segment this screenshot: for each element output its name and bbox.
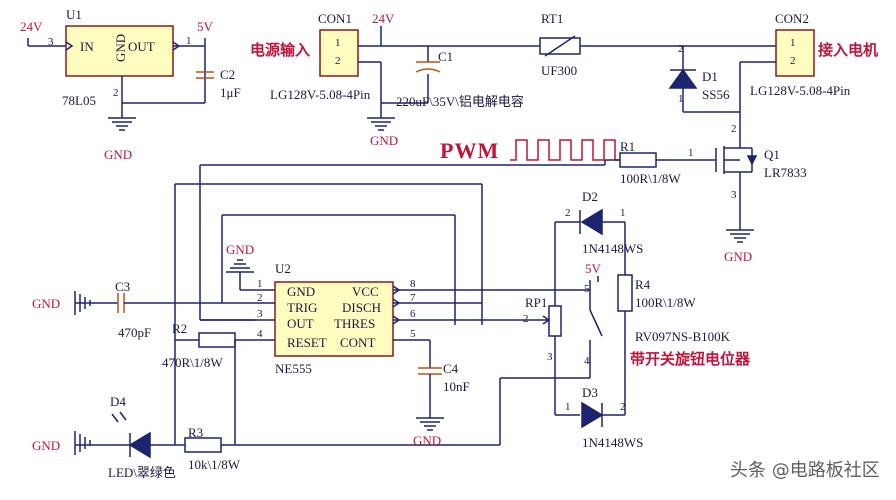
- u2-pin-cont: CONT: [340, 335, 376, 350]
- con2-part: LG128V-5.08-4Pin: [750, 83, 851, 98]
- u2-pin-disch: DISCH: [342, 300, 382, 315]
- u2-pin-trig: TRIG: [287, 300, 318, 315]
- r1-pin: 1: [688, 147, 694, 159]
- c3-ref: C3: [115, 279, 131, 294]
- c2-value: 1μF: [220, 85, 241, 100]
- pwm-label: PWM: [440, 138, 500, 163]
- u1-pin-gnd: 2: [113, 87, 119, 99]
- u2-pin-reset: RESET: [287, 335, 327, 350]
- u1-gnd-label: GND: [113, 33, 128, 62]
- c2-ref: C2: [220, 67, 236, 82]
- u2-ref: U2: [275, 261, 291, 276]
- u1-ref: U1: [66, 7, 82, 22]
- con2-p2: 2: [790, 55, 796, 67]
- d1-part: SS56: [702, 87, 730, 102]
- net-gnd-4: GND: [226, 242, 255, 257]
- c4-value: 10nF: [443, 379, 470, 394]
- u1-part: 78L05: [62, 93, 96, 108]
- q1-p2: 2: [731, 123, 737, 135]
- c4-ref: C4: [443, 361, 459, 376]
- c3-value: 470pF: [118, 325, 152, 340]
- con1-label: 电源输入: [250, 41, 311, 59]
- net-24v-a: 24V: [20, 19, 43, 34]
- q1-p3: 3: [731, 189, 737, 201]
- d1-p2: 2: [678, 43, 684, 55]
- net-gnd-2: GND: [370, 133, 399, 148]
- d4-ref: D4: [110, 394, 126, 409]
- q1-ref: Q1: [764, 147, 780, 162]
- rp1-part: RV097NS-B100K: [635, 329, 731, 344]
- rp1-p5: 5: [584, 283, 590, 295]
- net-gnd-5: GND: [32, 296, 61, 311]
- u2-lpin-3: 3: [257, 308, 263, 320]
- u2-lpin-2: 2: [257, 292, 263, 304]
- watermark: 头条 @电路板社区: [730, 460, 880, 481]
- rt1-part: UF300: [541, 63, 578, 78]
- u2-rpin-6: 6: [410, 308, 416, 320]
- rp1-p2: 2: [523, 313, 529, 325]
- con1-p1: 1: [335, 37, 341, 49]
- d2-ref: D2: [582, 189, 598, 204]
- rp1-label: 带开关旋钮电位器: [630, 350, 751, 368]
- con1-part: LG128V-5.08-4Pin: [270, 87, 371, 102]
- net-24v-b: 24V: [372, 11, 395, 26]
- r1-ref: R1: [620, 139, 636, 154]
- u1-out-label: OUT: [128, 39, 155, 54]
- rp1-p3: 3: [547, 351, 553, 363]
- u2-part: NE555: [275, 361, 312, 376]
- u1-in-label: IN: [80, 39, 94, 54]
- d3-p2: 2: [620, 401, 626, 413]
- con2-p1: 1: [790, 37, 796, 49]
- r4-value: 100R\1/8W: [635, 295, 696, 310]
- u1-body: [65, 25, 174, 77]
- r1-value: 100R\1/8W: [620, 171, 681, 186]
- d1-p1: 1: [678, 93, 684, 105]
- d4-value: LED\翠绿色: [108, 465, 176, 480]
- d3-part: 1N4148WS: [582, 435, 644, 450]
- r2-value: 470R\1/8W: [162, 355, 223, 370]
- con1-ref: CON1: [318, 11, 352, 26]
- d2-p1: 1: [620, 207, 626, 219]
- rp1-ref: RP1: [525, 295, 548, 310]
- u2-rpin-8: 8: [410, 278, 416, 290]
- net-5v-a: 5V: [197, 19, 213, 34]
- r3-ref: R3: [188, 425, 204, 440]
- u2-lpin-1: 1: [257, 278, 263, 290]
- d2-p2: 2: [565, 207, 571, 219]
- rp1-p4: 4: [584, 355, 590, 367]
- d2-part: 1N4148WS: [582, 241, 644, 256]
- net-gnd-3: GND: [724, 249, 753, 264]
- net-gnd-6: GND: [413, 433, 442, 448]
- u2-pin-out: OUT: [287, 316, 314, 331]
- u2-pin-gnd: GND: [287, 284, 316, 299]
- r4-ref: R4: [635, 277, 651, 292]
- net-gnd-1: GND: [104, 147, 133, 162]
- d1-ref: D1: [702, 69, 718, 84]
- con1-p2: 2: [335, 55, 341, 67]
- u2-rpin-7: 7: [410, 292, 416, 304]
- c1-value: 220uF\35V\铝电解电容: [396, 94, 524, 109]
- u2-pin-vcc: VCC: [352, 284, 379, 299]
- u1-pin-in: 3: [48, 36, 54, 48]
- d3-p1: 1: [565, 401, 571, 413]
- d3-ref: D3: [582, 385, 598, 400]
- u1-pin-out: 1: [186, 35, 192, 47]
- rt1-ref: RT1: [541, 11, 564, 26]
- u2-rpin-5: 5: [410, 328, 416, 340]
- con2-label: 接入电机: [818, 41, 879, 59]
- u2-lpin-4: 4: [257, 328, 263, 340]
- net-5v-b: 5V: [585, 261, 601, 276]
- u2-pin-thres: THRES: [334, 316, 376, 331]
- r3-value: 10k\1/8W: [188, 457, 240, 472]
- q1-part: LR7833: [764, 165, 807, 180]
- c1-ref: C1: [438, 49, 454, 64]
- con2-ref: CON2: [775, 11, 809, 26]
- net-gnd-7: GND: [32, 438, 61, 453]
- r2-ref: R2: [172, 321, 188, 336]
